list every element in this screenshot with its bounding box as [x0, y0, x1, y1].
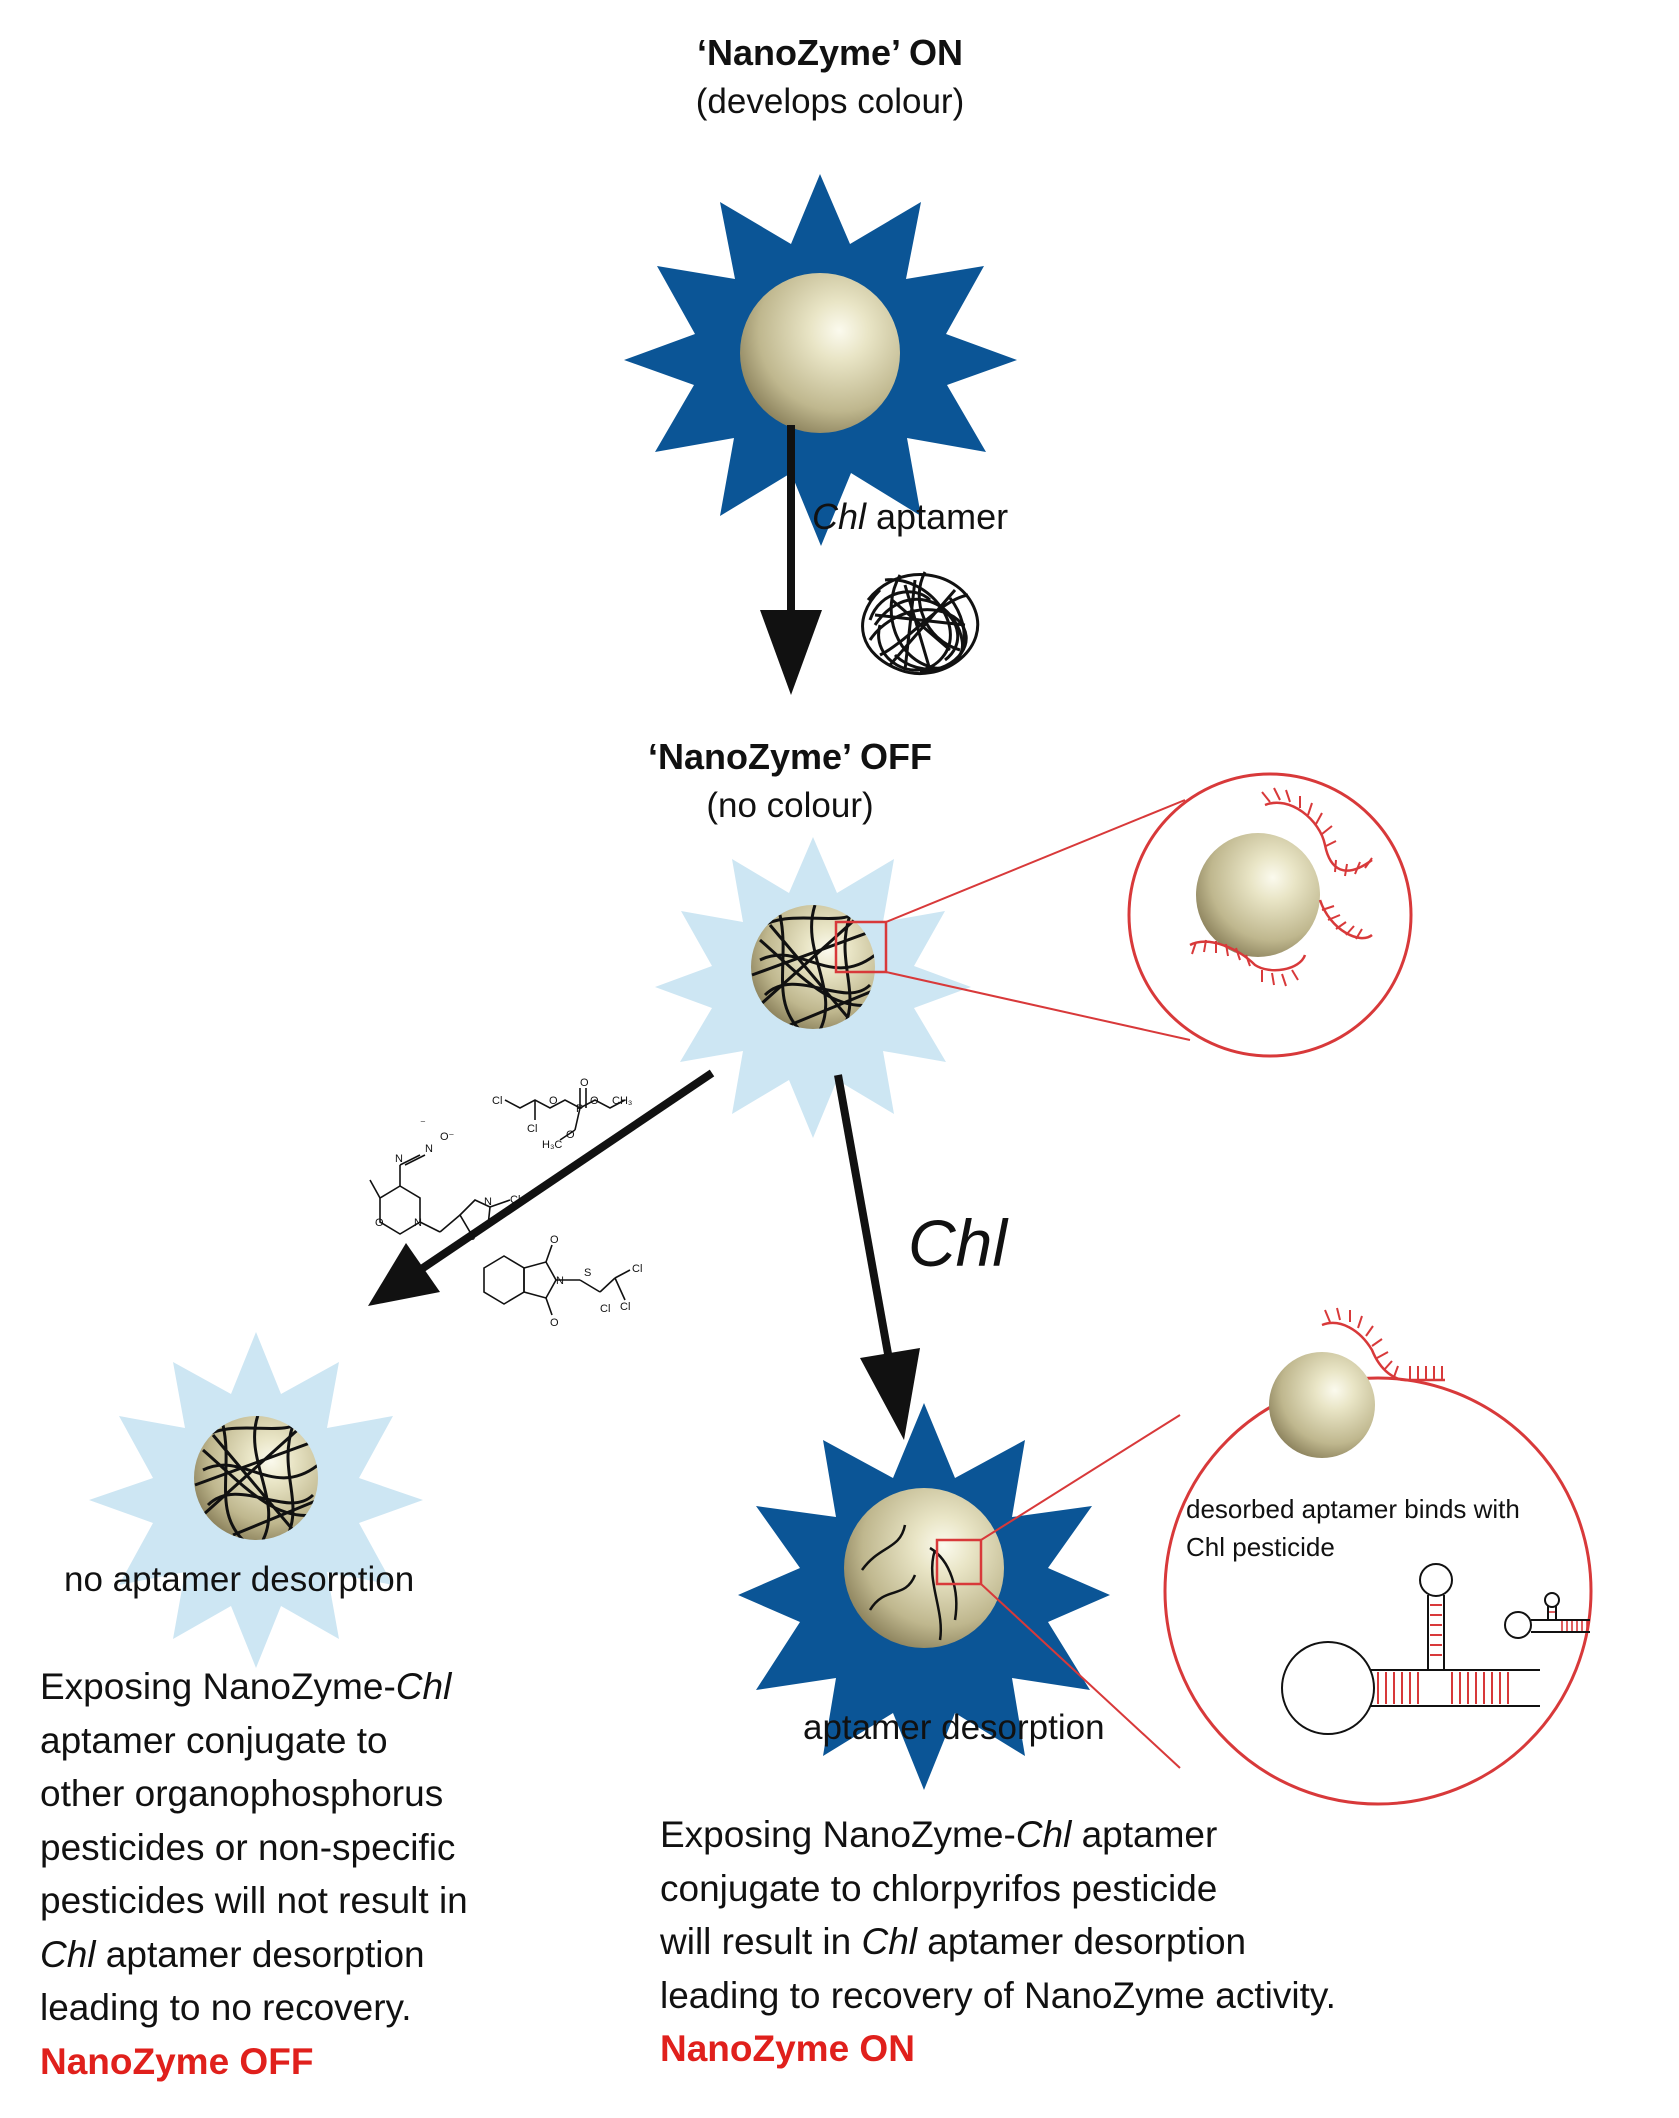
svg-text:O: O: [590, 1095, 599, 1107]
hairpin-small-bases: [1549, 1611, 1588, 1631]
svg-text:Cl: Cl: [527, 1123, 537, 1135]
right-line-3: will result in Chl aptamer desorption: [660, 1921, 1247, 1962]
nanoparticle-right: [844, 1488, 1004, 1648]
callout-right: [980, 1376, 1593, 1806]
nanozyme-on-particle-right: [738, 1403, 1110, 1790]
left-line-5: pesticides will not result in: [40, 1880, 468, 1921]
middle-state-subtitle: (no colour): [706, 786, 874, 825]
aptamer-tangle: [861, 571, 980, 676]
zoom-box-middle: [834, 920, 888, 974]
left-line-1: Exposing NanoZyme-Chl: [40, 1666, 452, 1707]
svg-text:Cl: Cl: [510, 1194, 520, 1206]
right-line-2: conjugate to chlorpyrifos pesticide: [660, 1867, 1218, 1909]
left-line-4: pesticides or non-specific: [40, 1826, 456, 1868]
inset-circle-middle: [1127, 772, 1413, 1058]
arrow-non-specific: [368, 1069, 715, 1306]
residual-aptamer-right: [860, 1524, 958, 1641]
hairpin-large: [1281, 1563, 1540, 1735]
svg-text:P: P: [576, 1103, 583, 1115]
left-caption: no aptamer desorption: [64, 1560, 415, 1599]
inset-right-text-1: desorbed aptamer binds with: [1186, 1494, 1520, 1524]
nanozyme-off-particle: [655, 837, 971, 1138]
right-line-1: Exposing NanoZyme-Chl aptamer: [660, 1814, 1218, 1855]
hairpin-large-bases: [1377, 1604, 1509, 1704]
svg-text:CH₃: CH₃: [612, 1095, 632, 1107]
middle-state-title: ‘NanoZyme’ OFF: [647, 736, 933, 777]
svg-text:O⁻: O⁻: [440, 1131, 455, 1143]
nanozyme-on-particle: [624, 174, 1017, 546]
left-line-3: other organophosphorus: [40, 1773, 444, 1814]
callout-middle: [885, 772, 1413, 1058]
desorbed-nanoparticle: [1269, 1352, 1375, 1458]
svg-text:S: S: [468, 1231, 475, 1243]
svg-text:⁻: ⁻: [420, 1118, 426, 1130]
svg-text:S: S: [584, 1267, 591, 1279]
left-status: NanoZyme OFF: [40, 2040, 314, 2082]
phthalimide-structure: [483, 1244, 631, 1316]
svg-text:N: N: [425, 1143, 433, 1155]
inset-circle-right: [1163, 1376, 1593, 1806]
svg-text:N: N: [484, 1196, 492, 1208]
aptamer-bases-middle: [1191, 787, 1373, 987]
left-line-6: Chl aptamer desorption: [40, 1933, 425, 1975]
right-line-4: leading to recovery of NanoZyme activity…: [660, 1974, 1336, 2016]
svg-text:O: O: [580, 1077, 589, 1089]
svg-text:O: O: [550, 1234, 559, 1246]
right-status: NanoZyme ON: [660, 2028, 915, 2069]
inset-right-text-2: Chl pesticide: [1186, 1532, 1335, 1562]
svg-text:H₃C: H₃C: [542, 1139, 562, 1151]
hairpin-small: [1504, 1592, 1590, 1639]
top-state-title: ‘NanoZyme’ ON: [696, 32, 964, 73]
top-state-subtitle: (develops colour): [695, 82, 965, 121]
right-explanation: Exposing NanoZyme-Chl aptamer conjugate …: [660, 1808, 1560, 2076]
arrow-chlorpyrifos: [834, 1074, 920, 1440]
arrow-aptamer-addition: [760, 425, 822, 695]
neonicotinoid-structure: [369, 1154, 511, 1235]
neonicotinoid-atoms: N N O⁻ ⁻ N O N S Cl: [375, 1118, 520, 1243]
inset-right-content: [1269, 1307, 1590, 1735]
nanozyme-off-particle-left: [89, 1332, 423, 1668]
svg-text:Cl: Cl: [620, 1301, 630, 1313]
svg-text:O: O: [549, 1095, 558, 1107]
inset-middle-content: [1189, 787, 1373, 987]
svg-text:N: N: [414, 1217, 422, 1229]
organophosphate-structure: [504, 1088, 626, 1141]
aptamer-coating-left: [194, 1416, 318, 1540]
left-explanation: Exposing NanoZyme-Chl aptamer conjugate …: [40, 1660, 580, 2088]
aptamer-step-label: Chl aptamer: [812, 496, 1009, 537]
chlorpyrifos-arrow-label: Chl: [908, 1206, 1008, 1280]
svg-text:Cl: Cl: [600, 1303, 610, 1315]
left-line-7: leading to no recovery.: [40, 1987, 412, 2028]
aptamer-bases-inset-top: [1324, 1307, 1443, 1380]
svg-text:Cl: Cl: [492, 1095, 502, 1107]
svg-text:O: O: [550, 1317, 559, 1329]
svg-text:Cl: Cl: [632, 1263, 642, 1275]
nanoparticle-top: [740, 273, 900, 433]
svg-text:O: O: [566, 1129, 575, 1141]
right-caption: aptamer desorption: [803, 1708, 1105, 1747]
svg-text:N: N: [556, 1275, 564, 1287]
svg-text:O: O: [375, 1217, 384, 1229]
svg-text:N: N: [395, 1153, 403, 1165]
zoom-box-right: [935, 1538, 983, 1586]
left-line-2: aptamer conjugate to: [40, 1719, 388, 1761]
